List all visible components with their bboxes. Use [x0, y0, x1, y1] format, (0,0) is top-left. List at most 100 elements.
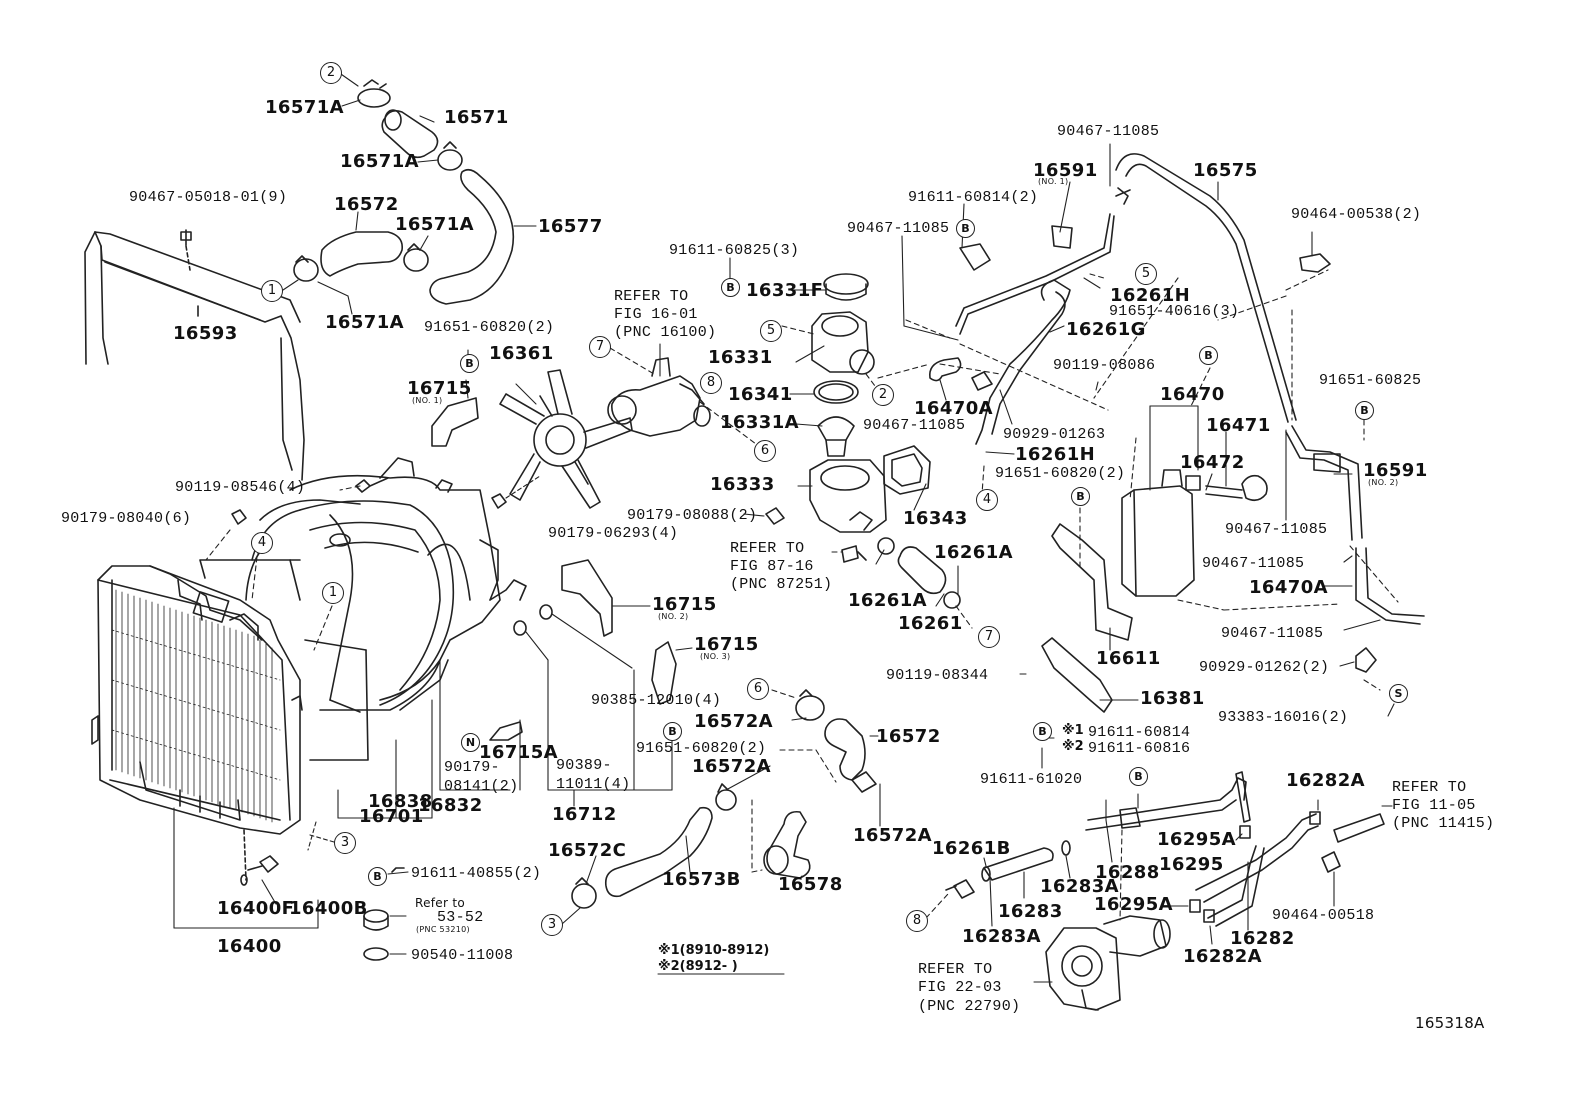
- label-16715-no2-sub: (NO. 2): [658, 612, 689, 621]
- label-16331: 16331: [708, 347, 773, 368]
- fan-16361: [499, 369, 633, 509]
- star-1-marker: ※1: [1062, 723, 1084, 738]
- label-90179-08088: 90179-08088(2): [627, 507, 758, 524]
- label-90929-01263: 90929-01263: [1003, 426, 1106, 443]
- label-90179-08141-line1: 90179-: [444, 759, 500, 776]
- bracket-16715A: [489, 721, 523, 741]
- label-16470A-b: 16470A: [1249, 577, 1328, 598]
- gasket-16341: [813, 380, 859, 404]
- bracket-16715-no3: [651, 641, 693, 705]
- marker-1-mid: 1: [322, 582, 344, 604]
- fan-nut: [491, 475, 541, 509]
- label-90179-08141-line2: 08141(2): [444, 778, 519, 795]
- label-16381: 16381: [1140, 688, 1205, 709]
- label-91611-61020: 91611-61020: [980, 771, 1083, 788]
- label-16571A-c: 16571A: [395, 214, 474, 235]
- label-16715-no1-sub: (NO. 1): [412, 396, 443, 405]
- label-16572-mid: 16572: [876, 726, 941, 747]
- marker-6-mid: 6: [754, 440, 776, 462]
- marker-b-91611-40855: B: [368, 867, 387, 886]
- label-16295: 16295: [1159, 854, 1224, 875]
- label-16715A: 16715A: [479, 742, 558, 763]
- label-16591-no2: 16591: [1363, 460, 1428, 481]
- label-16715-no3: 16715: [694, 634, 759, 655]
- clamp-16571A-mid: [437, 141, 463, 171]
- hose-16261: [897, 546, 947, 595]
- leader-lines-center: [467, 257, 959, 607]
- label-90119-08086: 90119-08086: [1053, 357, 1156, 374]
- label-16361: 16361: [489, 343, 554, 364]
- label-90467-11085-c: 90467-11085: [863, 417, 966, 434]
- hose-16283: [983, 847, 1054, 881]
- marker-b-91651-a: B: [460, 354, 479, 373]
- label-91651-60820-a: 91651-60820(2): [424, 319, 555, 336]
- cushion-53210: [363, 909, 389, 931]
- label-16261B: 16261B: [932, 838, 1011, 859]
- clip-90929-01263: [971, 371, 993, 391]
- clamp-16261A-left: [877, 537, 895, 555]
- refer-11-line1: REFER TO: [1392, 779, 1467, 796]
- marker-b-91611-60814: B: [956, 219, 975, 238]
- label-90389-line2: 11011(4): [556, 776, 631, 793]
- label-16282: 16282: [1230, 928, 1295, 949]
- refer-87-line1: REFER TO: [730, 540, 805, 557]
- label-16471: 16471: [1206, 415, 1271, 436]
- marker-2-top: 2: [320, 62, 342, 84]
- clamps-16282A: [1189, 811, 1321, 923]
- label-16261: 16261: [898, 613, 963, 634]
- refer-53-line3: (PNC 53210): [416, 925, 470, 934]
- label-90467-05018: 90467-05018-01(9): [129, 189, 288, 206]
- hose-16572-upper: [320, 231, 404, 277]
- clip-90929-01262: [1355, 647, 1377, 673]
- thermostat-16331A: [817, 416, 855, 457]
- label-90467-11085-top: 90467-11085: [1057, 123, 1160, 140]
- marker-n-90179: N: [461, 733, 480, 752]
- leader-lines-lower-right: [983, 793, 1393, 983]
- label-16715-no3-sub: (NO. 3): [700, 652, 731, 661]
- fan-shroud-16711: [289, 457, 527, 713]
- nut-90389-11011: [513, 620, 549, 661]
- label-91611-60816-n2: 91611-60816: [1088, 740, 1191, 757]
- fitting-16261B: [945, 879, 975, 899]
- clip-90464-00538: [1299, 231, 1331, 273]
- hose-16572-mid: [824, 718, 866, 781]
- refer-11-line3: (PNC 11415): [1392, 815, 1495, 832]
- radiator-upper-support-16593: [84, 231, 305, 481]
- label-16571: 16571: [444, 107, 509, 128]
- label-91611-60814: 91611-60814(2): [908, 189, 1039, 206]
- marker-5-mid: 5: [760, 320, 782, 342]
- footnote-1: ※1(8910-8912): [658, 943, 770, 958]
- label-91611-40855: 91611-40855(2): [411, 865, 542, 882]
- clamp-16571A-right: [403, 243, 429, 272]
- label-16572C: 16572C: [548, 840, 627, 861]
- label-16591-no2-sub: (NO. 2): [1368, 478, 1399, 487]
- marker-b-91651-60820-c: B: [1071, 487, 1090, 506]
- refer-11-line2: FIG 11-05: [1392, 797, 1476, 814]
- hose-16573B: [604, 806, 713, 898]
- pipe-16282: [1195, 813, 1319, 903]
- pipe-11415: [1333, 813, 1385, 843]
- label-16611: 16611: [1096, 648, 1161, 669]
- marker-b-16381: B: [1033, 722, 1052, 741]
- leader-lines-right: [901, 181, 1395, 769]
- hose-16295-lower: [1207, 845, 1265, 927]
- refer-22-line1: REFER TO: [918, 961, 993, 978]
- label-16572A-a: 16572A: [694, 711, 773, 732]
- label-91611-60814-n1: 91611-60814: [1088, 724, 1191, 741]
- label-16712: 16712: [552, 804, 617, 825]
- dashed-connectors-center: [609, 325, 1001, 629]
- hose-16577: [429, 168, 515, 305]
- nut-90179-08040: [231, 509, 247, 525]
- marker-1-top: 1: [261, 280, 283, 302]
- radiator-callout-brackets: [173, 659, 673, 929]
- radiator-frame: [199, 559, 369, 761]
- marker-b-91611-60825: B: [721, 278, 740, 297]
- footnote-2: ※2(8912- ): [658, 959, 738, 974]
- marker-6-lower: 6: [747, 678, 769, 700]
- cap-16472: [1241, 474, 1268, 502]
- bracket-16381: [1041, 637, 1113, 713]
- water-pump-16100: [607, 357, 711, 437]
- label-16282A-a: 16282A: [1286, 770, 1365, 791]
- label-16261H-a: 16261H: [1110, 285, 1191, 306]
